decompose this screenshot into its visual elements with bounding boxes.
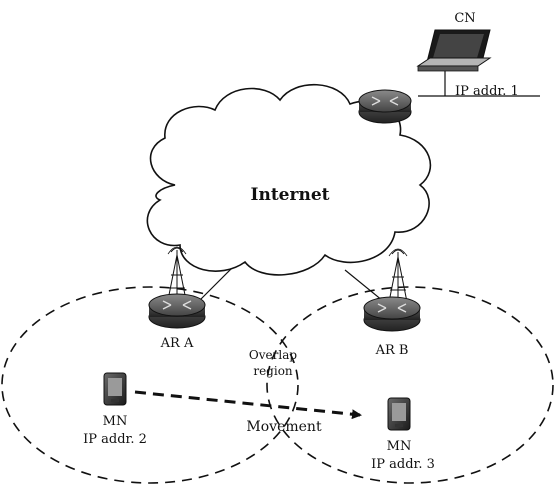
mn-right-label: MN — [387, 439, 412, 454]
cn-label: CN — [454, 11, 475, 26]
ar-b-label: AR B — [375, 343, 409, 358]
mn-right-ip-label: IP addr. 3 — [371, 457, 435, 472]
overlap-label-line1: Overlap — [249, 348, 297, 362]
ar-b-router-icon — [363, 296, 421, 332]
movement-label: Movement — [246, 419, 322, 435]
cn-router-icon — [358, 89, 412, 124]
mn-left-label: MN — [103, 414, 128, 429]
overlap-label-line2: region — [253, 364, 293, 378]
internet-cloud-icon — [146, 83, 432, 276]
coverage-area-b — [266, 286, 554, 484]
internet-label: Internet — [251, 185, 330, 205]
movement-arrow — [134, 390, 362, 420]
mn-left-device-icon — [103, 372, 127, 406]
mn-right-device-icon — [387, 397, 411, 431]
laptop-icon — [416, 29, 492, 72]
ar-a-antenna-icon — [167, 246, 187, 301]
mn-left-ip-label: IP addr. 2 — [83, 432, 147, 447]
ar-a-router-icon — [148, 293, 206, 329]
coverage-area-a — [1, 286, 299, 484]
cn-ip-label: IP addr. 1 — [455, 84, 519, 99]
ar-b-antenna-icon — [388, 248, 408, 303]
ar-a-label: AR A — [160, 336, 194, 351]
